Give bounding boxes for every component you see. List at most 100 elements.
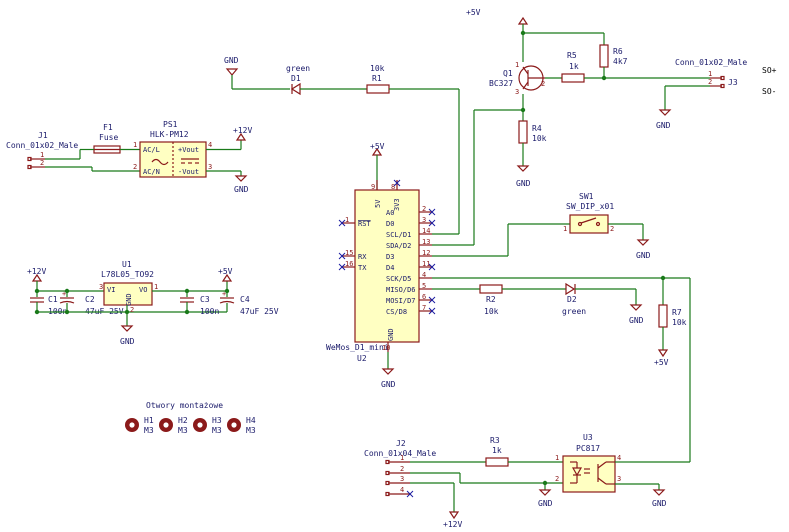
u2-pin10-name: GND: [387, 328, 395, 341]
q1-ref: Q1: [503, 69, 513, 78]
j2-pin4: 4: [400, 486, 404, 494]
hole-value: M3: [178, 426, 188, 435]
hole-value: M3: [246, 426, 256, 435]
d2-value: green: [562, 307, 586, 316]
gnd-symbol-ps1: GND: [234, 175, 249, 194]
j3-pin1: 1: [708, 70, 712, 78]
u1-value: L78L05_TO92: [101, 270, 154, 279]
svg-text:GND: GND: [224, 56, 239, 65]
q1-transistor: Q1 BC327 1 2 3: [489, 61, 545, 96]
u2-pin-name: D4: [386, 264, 394, 272]
label-so-minus: SO-: [762, 87, 776, 96]
u2-pin-name: D0: [386, 220, 394, 228]
power-flag-5v-q1: +5V: [466, 8, 529, 25]
ps1-value: HLK-PM12: [150, 130, 189, 139]
r1-value: 10k: [370, 64, 385, 73]
r3-ref: R3: [490, 436, 500, 445]
j2-connector: J2 Conn_01x04_Male 1 2 3 4: [364, 439, 436, 498]
gnd-symbol-u1: GND: [120, 325, 135, 346]
u3-pin3: 3: [617, 475, 621, 483]
r5-ref: R5: [567, 51, 577, 60]
hole-ref: H2: [178, 416, 188, 425]
svg-text:+5V: +5V: [370, 142, 385, 151]
u1-pin3: 3: [99, 283, 103, 291]
svg-text:GND: GND: [120, 337, 135, 346]
sw1-dip-switch: SW1 SW_DIP_x01 1 2: [563, 192, 614, 234]
j3-ref: J3: [728, 78, 738, 87]
j1-pin2: 2: [40, 159, 44, 167]
u2-pin-num: 12: [422, 249, 430, 257]
q1-value: BC327: [489, 79, 513, 88]
power-flag-12v-j2: +12V: [443, 511, 462, 529]
ps1-acl: AC/L: [143, 146, 160, 154]
u2-pin-num: 11: [422, 260, 430, 268]
gnd-symbol-u3-in: GND: [538, 489, 553, 508]
u2-pin-12: D3 12: [386, 249, 432, 261]
q1-pin1: 1: [515, 61, 519, 69]
r2-ref: R2: [486, 295, 496, 304]
ps1-pin1: 1: [133, 141, 137, 149]
svg-text:GND: GND: [656, 121, 671, 130]
ps1-pin4: 4: [208, 141, 212, 149]
u2-pin-num: 15: [345, 249, 353, 257]
u2-pin8-name: 3V3: [393, 198, 401, 211]
u2-pin8-num: 8: [391, 183, 395, 191]
power-flag-5v-u2: +5V: [370, 142, 385, 156]
u1-vi: VI: [107, 286, 115, 294]
c2-polarity-plus: +: [62, 290, 66, 298]
r5-value: 1k: [569, 62, 579, 71]
r6-resistor: R6 4k7: [599, 44, 628, 68]
u2-pin-name: TX: [358, 264, 367, 272]
hole-ref: H4: [246, 416, 256, 425]
u2-pin9-num: 9: [371, 183, 375, 191]
j1-value: Conn_01x02_Male: [6, 141, 78, 150]
hole-value: M3: [144, 426, 154, 435]
hole-ref: H1: [144, 416, 154, 425]
u1-vo: VO: [139, 286, 147, 294]
u2-pin-name: CS/D8: [386, 308, 407, 316]
r4-resistor: R4 10k: [518, 120, 547, 144]
c4-value: 47uF 25V: [240, 307, 279, 316]
gnd-symbol-u3-out: GND: [652, 489, 667, 508]
ps1-vp: +Vout: [178, 146, 199, 154]
r6-value: 4k7: [613, 57, 628, 66]
u2-pin-num: 3: [422, 216, 426, 224]
u2-pin-num: 2: [422, 205, 426, 213]
j1-connector: J1 Conn_01x02_Male 1 2: [6, 131, 78, 170]
d1-ref: D1: [291, 74, 301, 83]
u1-pin2: 2: [130, 306, 134, 314]
c2-ref: C2: [85, 295, 95, 304]
power-flag-5v-u1: +5V: [218, 267, 233, 282]
j3-value: Conn_01x02_Male: [675, 58, 747, 67]
u2-value: WeMos_D1_mini: [326, 343, 389, 352]
u1-regulator: U1 L78L05_TO92 VI VO GND 3 1 2: [99, 260, 158, 314]
u2-pin10-num: 10: [382, 344, 390, 352]
u2-ref: U2: [357, 354, 367, 363]
sw1-pin2: 2: [610, 225, 614, 233]
u2-pin-num: 5: [422, 282, 426, 290]
u2-pin-num: 1: [345, 216, 349, 224]
r3-value: 1k: [492, 446, 502, 455]
svg-text:GND: GND: [516, 179, 531, 188]
u2-pin-name: D3: [386, 253, 394, 261]
ps1-pin3: 3: [208, 163, 212, 171]
u2-pin9-name: 5V: [374, 199, 382, 208]
ps1-pin2: 2: [133, 163, 137, 171]
u2-pin-num: 4: [422, 271, 426, 279]
c1-ref: C1: [48, 295, 58, 304]
r3-resistor: R3 1k: [485, 436, 509, 467]
gnd-symbol-j3: GND: [656, 109, 672, 130]
gnd-symbol-d1: GND: [224, 56, 239, 76]
u3-ref: U3: [583, 433, 593, 442]
